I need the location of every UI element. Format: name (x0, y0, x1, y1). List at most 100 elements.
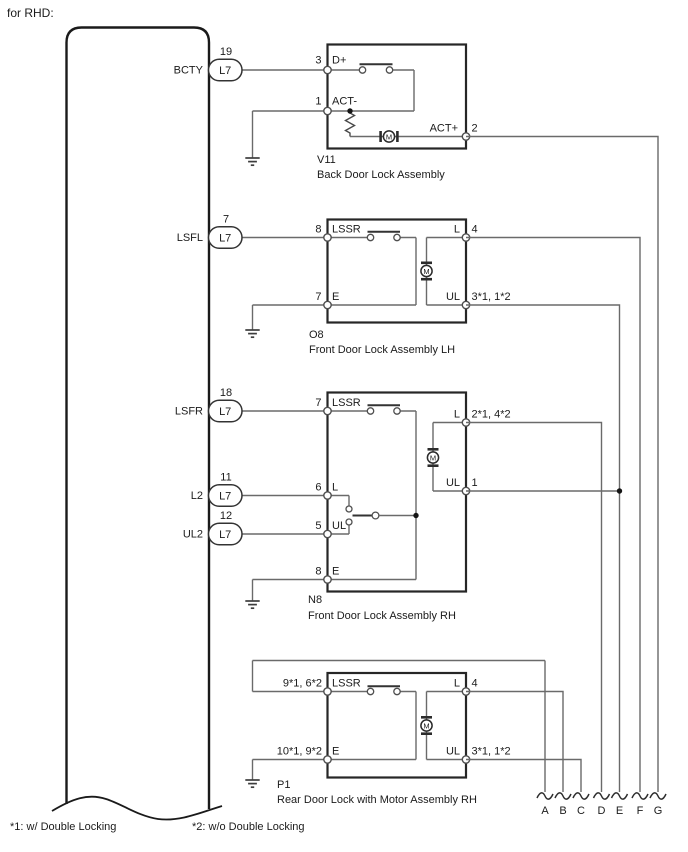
component-id: V11 (317, 154, 336, 166)
pin-number: 2*1, 4*2 (472, 409, 511, 421)
wires-ecu-to-components (242, 69, 328, 535)
p1-box (326, 671, 468, 779)
wire-break-icon (610, 792, 629, 800)
motor-label: M (430, 453, 436, 462)
p1-switch-contact-2 (393, 687, 401, 696)
ground-icon (244, 157, 261, 167)
n8-pin-5 (323, 529, 332, 539)
n8-pin-6 (323, 491, 332, 500)
n8-changeover-pole (371, 511, 380, 520)
n8-switch-contact-1 (366, 407, 375, 415)
pin-number: 3 (315, 55, 321, 67)
o8-switch-contact-2 (393, 233, 401, 242)
component-name: Front Door Lock Assembly RH (308, 610, 456, 622)
signal-label: L2 (191, 490, 203, 502)
diagram-variant-label: for RHD: (7, 6, 54, 20)
pin-label: L (454, 224, 460, 236)
motor-label: M (423, 721, 429, 730)
connector-cavity-label: L7 (219, 491, 231, 503)
wire-break-icon (592, 792, 611, 800)
n8-pin-7 (323, 406, 332, 416)
component-name: Front Door Lock Assembly LH (309, 344, 455, 356)
component-id: O8 (309, 329, 324, 341)
v11-junction-dot (347, 108, 353, 114)
pin-label: L (332, 482, 338, 494)
wire-break-icon (554, 792, 572, 800)
v11-pin-1 (323, 106, 332, 116)
component-name: Rear Door Lock with Motor Assembly RH (277, 794, 477, 806)
component-o8: M 8 LSSR 7 E L 4 UL 3*1, 1*2 O8 Front Do… (244, 218, 511, 356)
motor-label: M (386, 132, 392, 141)
footnote: *2: w/o Double Locking (192, 821, 305, 833)
branch-line-e (466, 304, 621, 792)
pin-number: 9*1, 6*2 (283, 678, 322, 690)
component-id: N8 (308, 594, 322, 606)
wire-break-icon (631, 792, 649, 800)
connector-cavity-label: L7 (219, 65, 231, 77)
motor-icon: M (420, 261, 433, 281)
connector-oval-ul2 (207, 522, 243, 546)
branch-line-c (466, 758, 582, 792)
p1-switch-contact-1 (366, 687, 375, 696)
v11-box (326, 43, 468, 150)
pin-number: 7 (315, 397, 321, 409)
wire-break-icon (572, 792, 590, 800)
connector-pin-number: 11 (220, 472, 231, 484)
pin-number: 8 (315, 566, 321, 578)
p1-pin-lssr (323, 687, 332, 696)
component-id: P1 (277, 779, 290, 791)
pin-number: 4 (472, 678, 478, 690)
pin-label: UL (446, 477, 460, 489)
pin-number: 4 (472, 224, 478, 236)
motor-label: M (423, 267, 429, 276)
branch-label: E (616, 805, 623, 817)
component-n8: M 7 LSSR 6 L 5 UL 8 E L 2*1, 4*2 UL 1 N8… (244, 391, 511, 622)
wire-break-icon (649, 792, 667, 800)
signal-label: UL2 (183, 529, 203, 541)
motor-icon: M (420, 715, 433, 736)
v11-pin-3 (323, 65, 332, 75)
connector-pin-number: 19 (220, 46, 232, 58)
motor-icon: M (379, 130, 399, 143)
ground-icon (244, 329, 261, 339)
component-v11: M 3 D+ 1 ACT- ACT+ 2 V11 Back Door Lock … (244, 43, 478, 181)
ecu-break-wave (51, 795, 223, 821)
pin-number: 3*1, 1*2 (472, 746, 511, 758)
pin-number: 10*1, 9*2 (277, 746, 322, 758)
branch-label: C (577, 805, 585, 817)
v11-resistor (344, 111, 356, 137)
component-name: Back Door Lock Assembly (317, 169, 445, 181)
pin-number: 5 (315, 520, 321, 532)
branch-label: G (654, 805, 663, 817)
footnotes: *1: w/ Double Locking *2: w/o Double Loc… (10, 821, 305, 833)
ground-icon (244, 779, 261, 789)
v11-switch-contact-1 (358, 66, 367, 74)
branch-line-f (466, 236, 641, 792)
component-p1: M 9*1, 6*2 LSSR 10*1, 9*2 E L 4 UL 3*1, … (244, 659, 545, 806)
o8-pin-7 (323, 300, 332, 310)
signal-label: BCTY (174, 65, 204, 77)
wire-break-icon (536, 792, 554, 800)
p1-pin-e (323, 755, 332, 764)
connector-cavity-label: L7 (219, 406, 231, 418)
connector-pin-number: 12 (220, 510, 232, 522)
signal-label: LSFL (177, 232, 203, 244)
connector-cavity-label: L7 (219, 233, 231, 245)
pin-number: 2 (472, 123, 478, 135)
n8-switch-contact-2 (393, 407, 401, 415)
o8-box (326, 218, 468, 324)
pin-label: LSSR (332, 397, 361, 409)
pin-label: D+ (332, 55, 346, 67)
motor-icon: M (426, 447, 440, 468)
branch-line-g (466, 135, 659, 792)
connector-oval-l2 (207, 484, 243, 507)
connector-oval-bcty (207, 58, 243, 82)
branch-label: B (559, 805, 566, 817)
pin-number: 3*1, 1*2 (472, 291, 511, 303)
pin-label: ACT- (332, 96, 357, 108)
pin-label: UL (332, 520, 346, 532)
n8-changeover-contact-ul (345, 518, 353, 526)
pin-number: 1 (315, 96, 321, 108)
ecu-outline (65, 26, 211, 809)
